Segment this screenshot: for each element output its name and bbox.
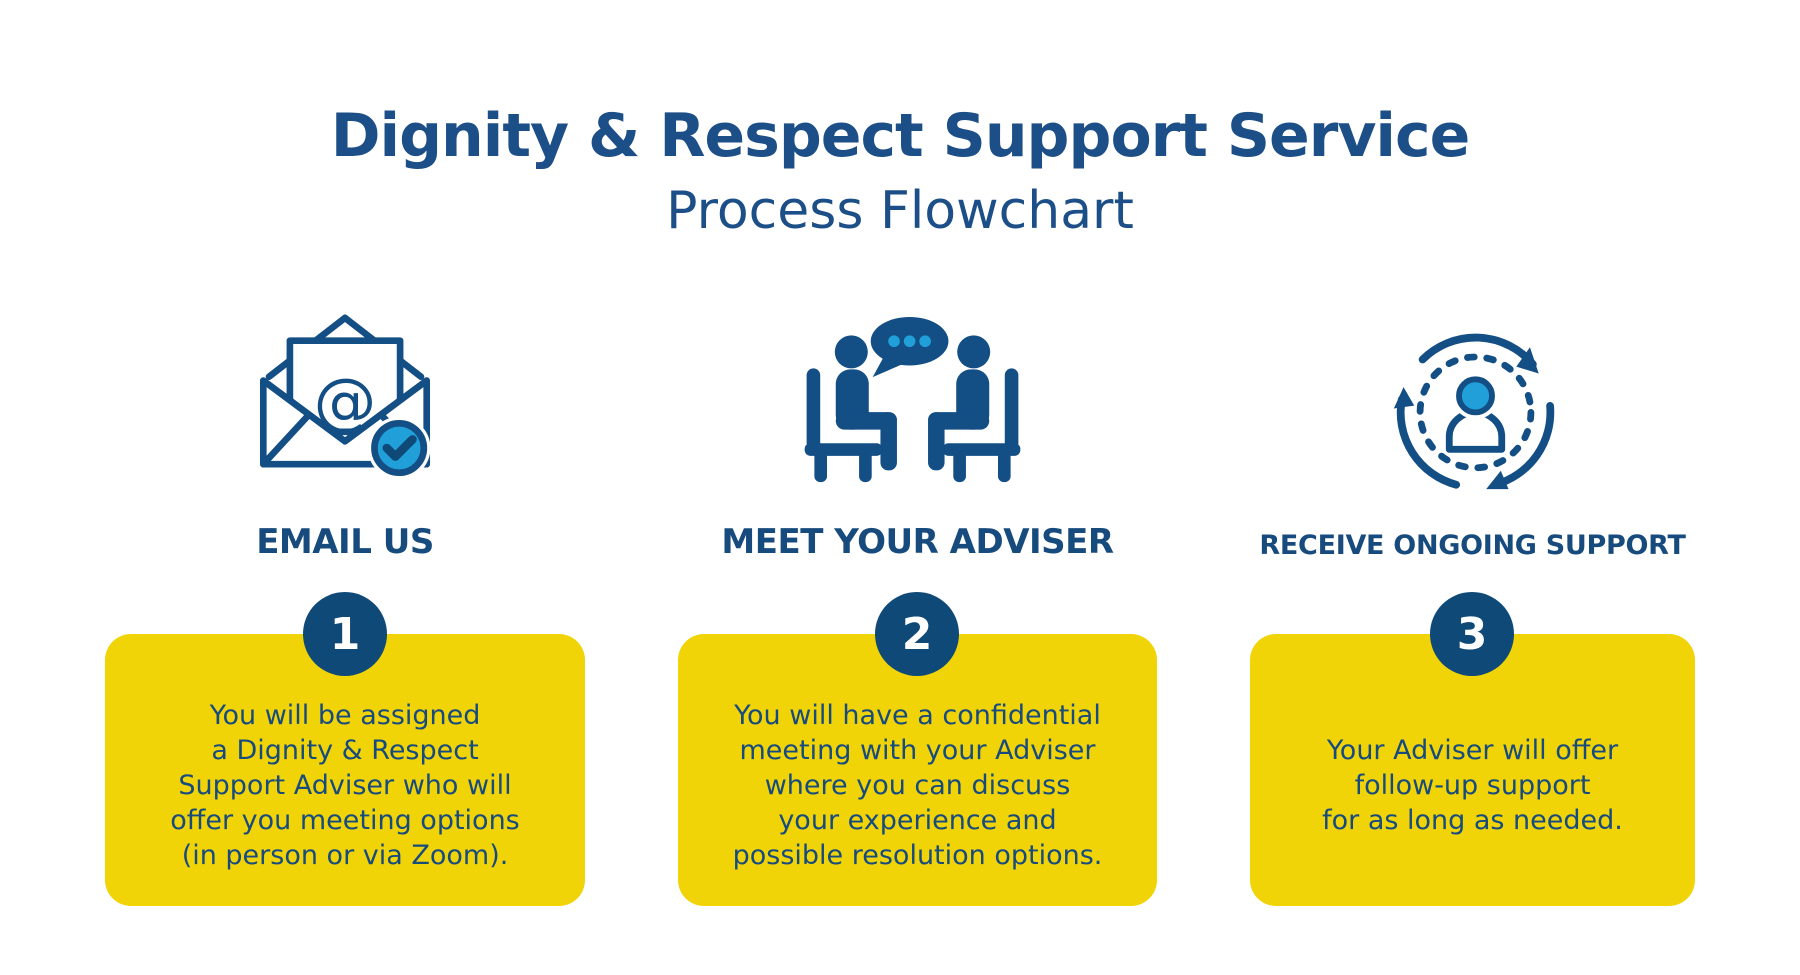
step-number-1: 1 [303,592,387,676]
step-description-3: Your Adviser will offer follow-up suppor… [1322,734,1623,836]
step-description-1: You will be assigned a Dignity & Respect… [170,699,520,871]
page-subtitle: Process Flowchart [666,181,1134,241]
step-description-2: You will have a confidential meeting wit… [732,699,1103,871]
step-number-3: 3 [1430,592,1514,676]
speech-dots [888,335,931,348]
step-label-meet-adviser: MEET YOUR ADVISER [721,522,1114,562]
step-label-email-us: EMAIL US [256,522,434,562]
svg-text:@: @ [314,364,377,437]
step-box-3: Your Adviser will offer follow-up suppor… [1250,634,1695,906]
step-box-1: You will be assigned a Dignity & Respect… [105,634,585,906]
step-box-2: You will have a confidential meeting wit… [678,634,1157,906]
step-number-2: 2 [875,592,959,676]
step-label-ongoing-support: RECEIVE ONGOING SUPPORT [1259,530,1686,561]
meeting-icon [800,315,1025,485]
email-icon: @ [250,298,440,484]
ongoing-support-icon [1388,318,1563,498]
page-title: Dignity & Respect Support Service [330,101,1471,171]
